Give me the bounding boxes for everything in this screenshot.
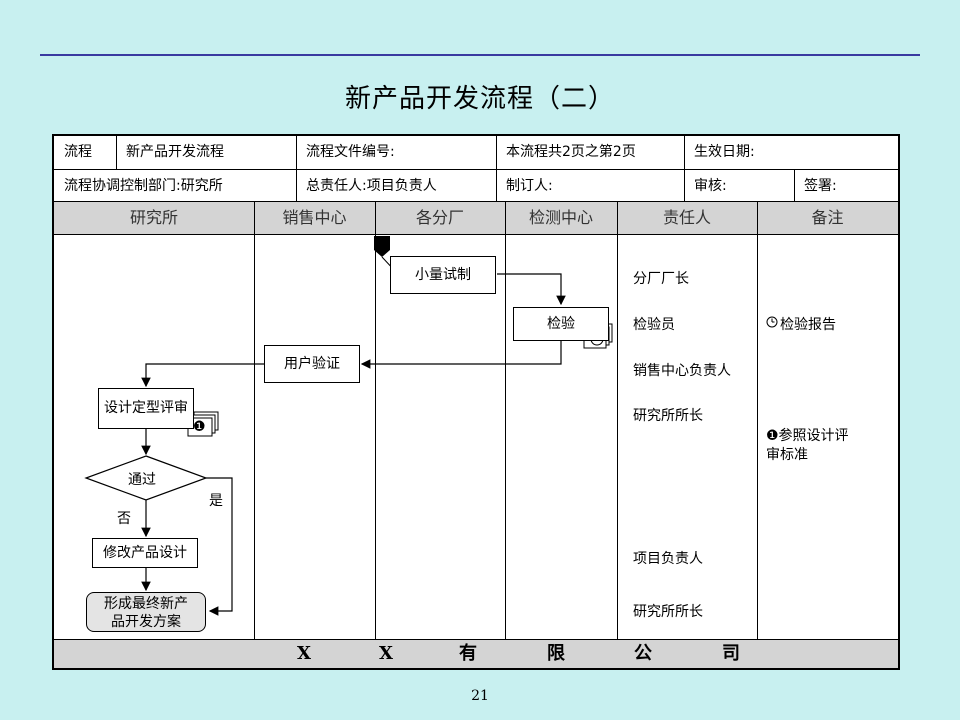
doc-number-label: 流程文件编号: [306,144,395,160]
no-label: 否 [117,511,131,527]
remark-reference: 审标准 [766,447,808,463]
connector-line [360,341,562,369]
remark-inspection-report: 检验报告 [780,317,836,333]
coordinating-dept: 流程协调控制部门:研究所 [64,178,223,194]
lane-research: 研究所 [129,208,178,227]
yes-label: 是 [209,493,223,509]
row-divider [54,639,898,640]
step-user-verification: 用户验证 [264,345,360,383]
lane-remarks: 备注 [811,208,844,227]
page-title: 新产品开发流程（二） [344,84,615,114]
effective-date-label: 生效日期: [694,144,755,160]
step-trial-production: 小量试制 [390,256,496,294]
flow-name: 新产品开发流程 [126,144,224,160]
final-plan-line: 形成最终新产 [104,596,188,612]
connector-line [206,477,233,616]
step-inspection: 检验 [513,307,609,341]
column-divider [496,136,497,201]
responsible-item: 销售中心负责人 [633,363,731,379]
step-design-review: 设计定型评审 [98,388,194,429]
lane-testing: 检测中心 [528,208,593,227]
lane-responsible: 责任人 [662,208,711,227]
company-char: 限 [547,643,565,664]
lane-divider [757,201,758,639]
top-rule [40,54,920,56]
decision-label: 通过 [128,472,156,488]
company-char: 司 [722,643,740,664]
responsible-item: 研究所所长 [633,408,703,424]
lane-divider [254,201,255,639]
sign-label: 签署: [804,178,837,194]
row-divider [54,201,898,202]
company-char: 有 [459,643,477,664]
step-final-plan: 形成最终新产 品开发方案 [86,592,206,632]
company-char: X [379,643,393,664]
responsible-item: 项目负责人 [633,551,703,567]
column-divider [296,136,297,201]
page-connector-icon [374,236,390,257]
responsible-item: 检验员 [633,317,675,333]
company-char: 公 [634,643,652,664]
lane-divider [617,201,618,639]
preparer-label: 制订人: [506,178,553,194]
connector-line [141,363,264,388]
flow-label: 流程 [64,144,92,160]
company-char: X [297,643,311,664]
column-divider [684,136,685,201]
lane-divider [375,201,376,639]
row-divider [54,234,898,235]
lane-sales: 销售中心 [282,208,347,227]
page-info: 本流程共2页之第2页 [506,144,636,160]
final-plan-line: 品开发方案 [111,614,181,630]
responsible-item: 分厂厂长 [633,271,689,287]
row-divider [54,169,898,170]
company-footer-band [54,640,898,668]
column-divider [794,169,795,201]
page-number: 21 [471,688,489,704]
lane-divider [505,201,506,639]
connector-line [497,273,566,306]
reviewer-label: 审核: [694,178,727,194]
step-modify-design: 修改产品设计 [92,538,198,568]
responsible-item: 研究所所长 [633,604,703,620]
lane-factories: 各分厂 [415,208,464,227]
column-divider [116,136,117,169]
review-ref-marker: ❶ [193,419,206,435]
remark-reference: ❶参照设计评 [766,428,849,444]
chief-owner: 总责任人:项目负责人 [306,178,437,194]
decision-diamond [84,455,208,501]
